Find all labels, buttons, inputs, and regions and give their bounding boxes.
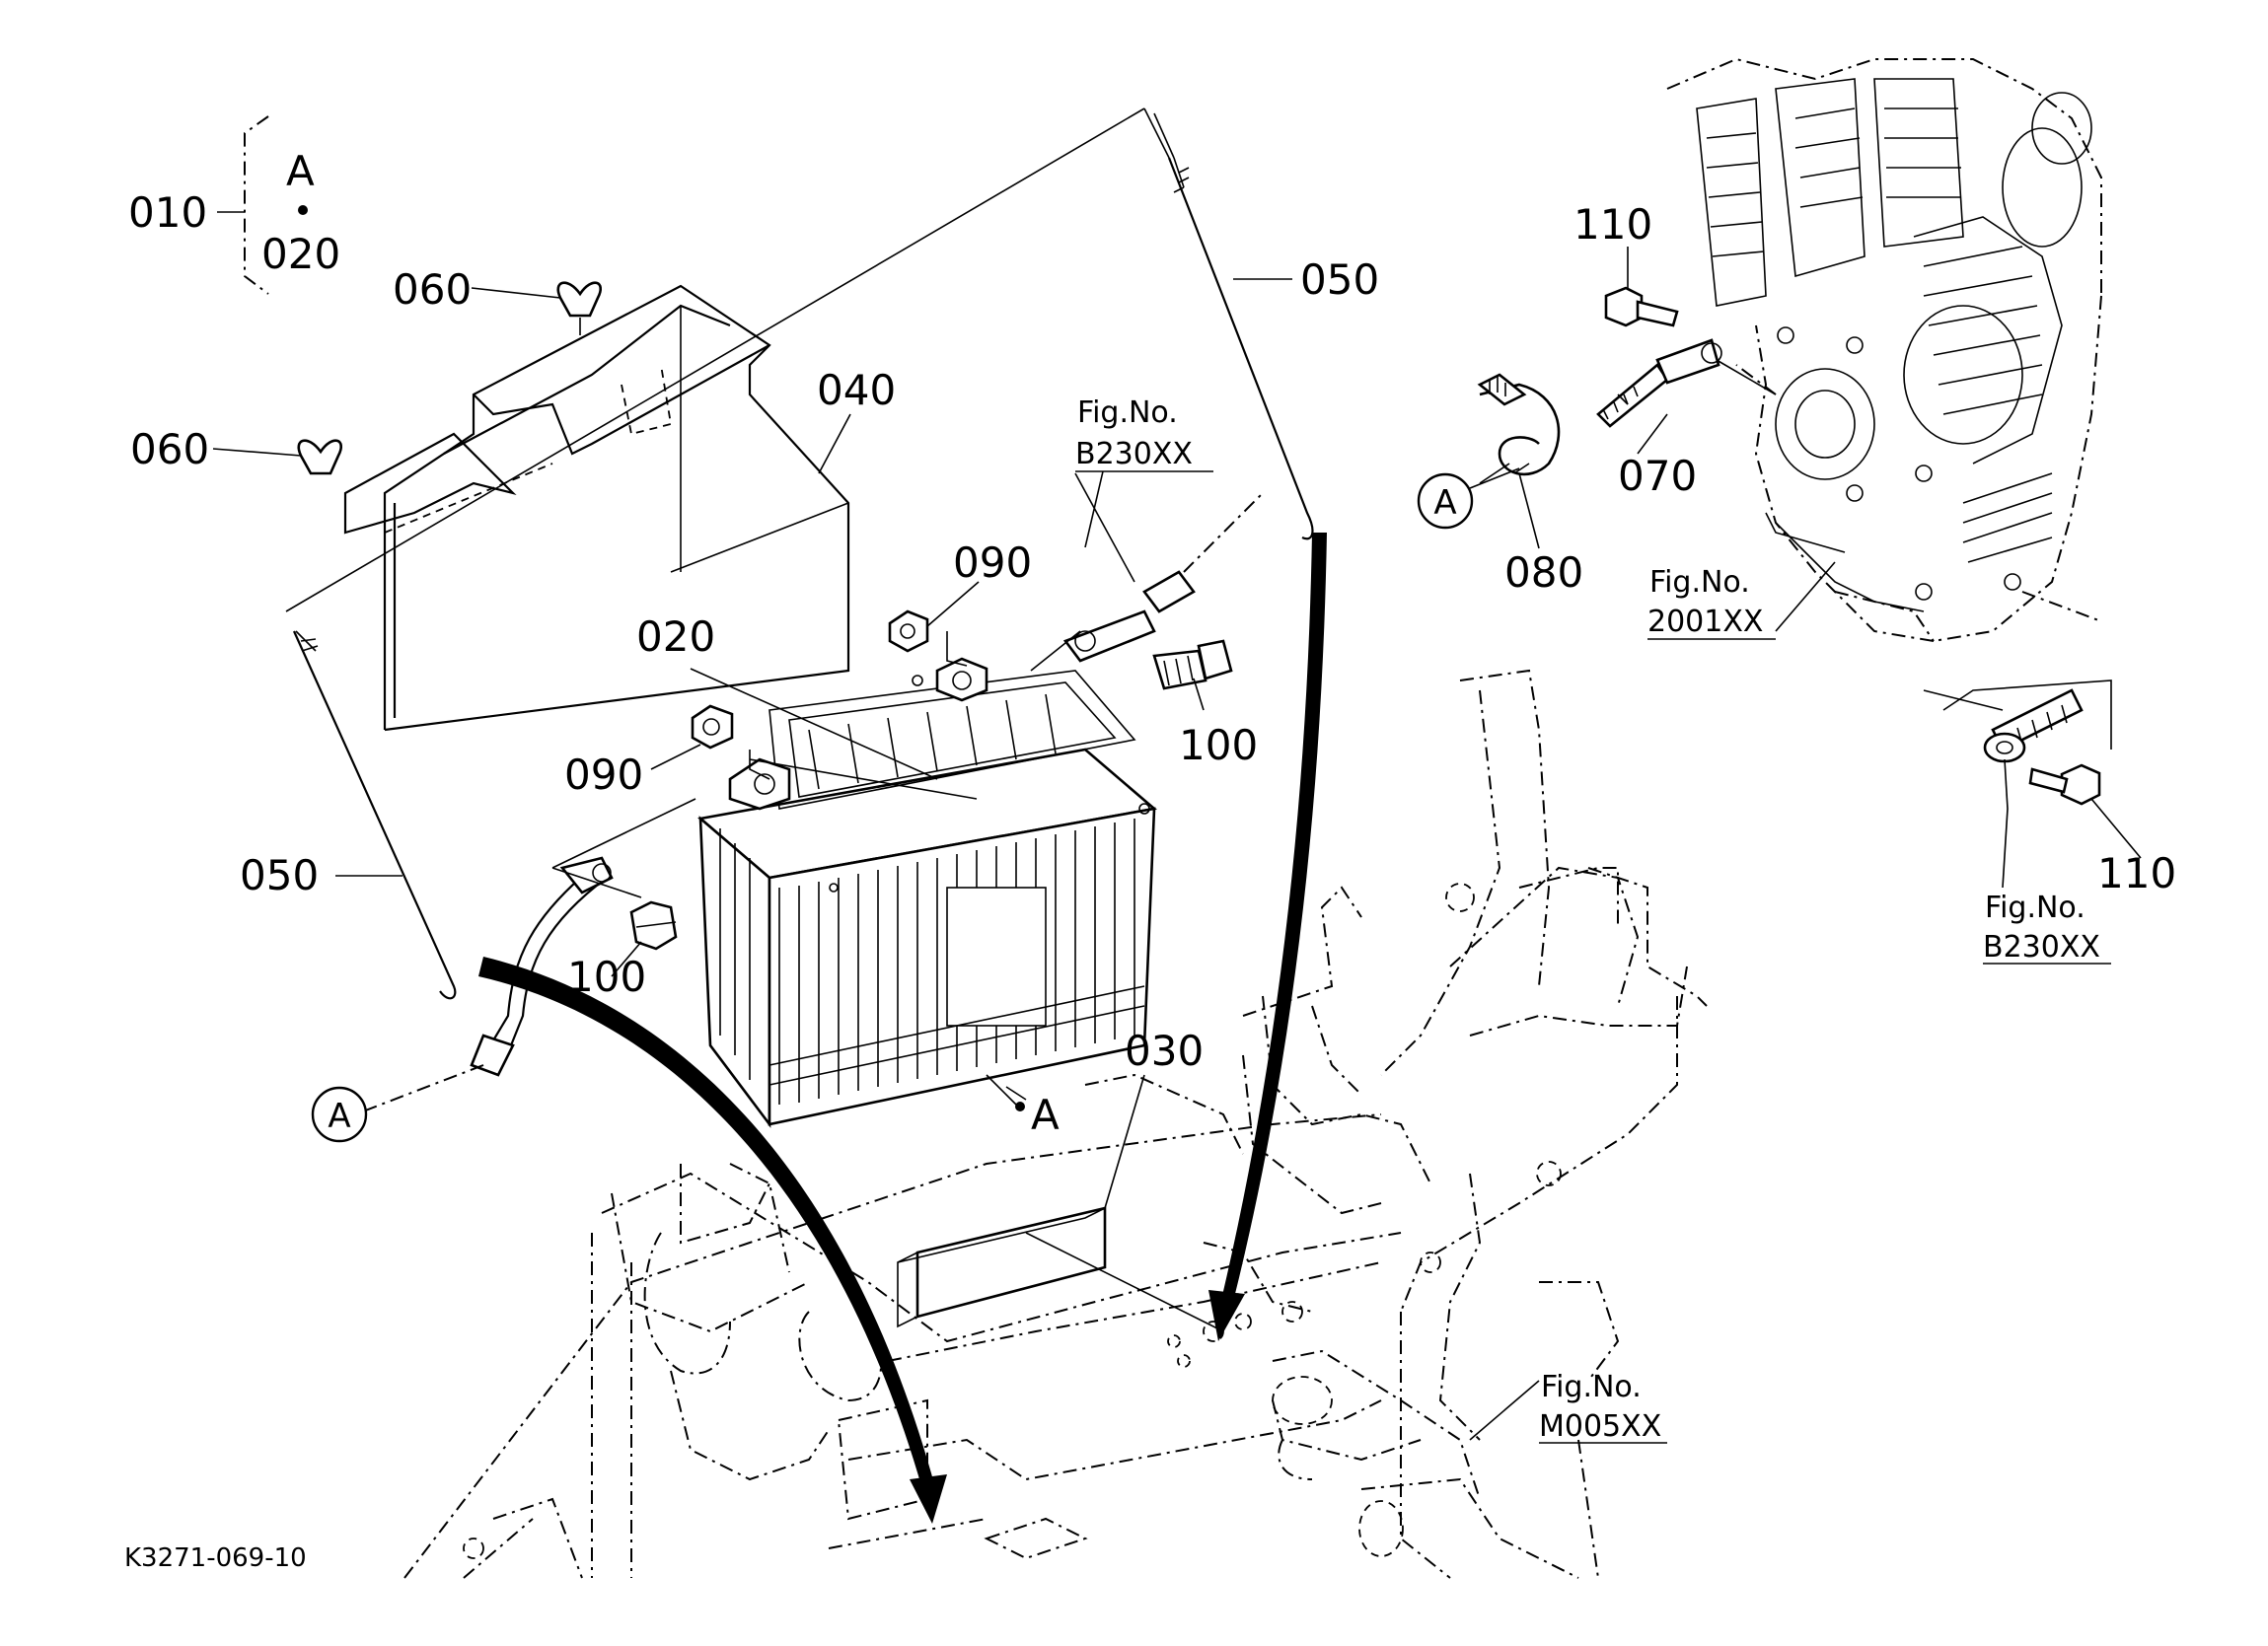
label-050-left: 050 [240,851,319,899]
circled-ref-a-right: A [1417,472,1474,530]
fig-ref-b230-top: Fig.No. B230XX [1075,395,1193,471]
drawing-code: K3271-069-10 [124,1543,307,1573]
group-bracket-010 [217,115,308,295]
fig-ref-engine: Fig.No. 2001XX [1647,565,1763,639]
nut-090-top [888,609,929,653]
label-110-top: 110 [1573,200,1652,249]
label-070: 070 [1618,452,1697,500]
leader-lines [212,247,2142,1441]
ground-cable-070 [1596,338,1777,428]
bolt-100-right [1152,639,1233,690]
engine-outline [1666,57,2102,642]
fig-ref-engine-line1: Fig.No. [1649,565,1750,600]
label-060-top: 060 [393,265,472,314]
label-020: 020 [636,612,715,661]
label-080: 080 [1504,548,1583,597]
circled-ref-a-left: A [311,1086,368,1143]
battery-a-dot [1015,1102,1025,1111]
label-050-right: 050 [1300,255,1379,304]
circled-ref-a-left-text: A [328,1097,350,1136]
label-100-left: 100 [567,953,646,1001]
ground-terminal-right [1942,680,2112,810]
wing-nut-060-mid [297,439,342,475]
fig-ref-underlines [1075,470,2111,1444]
assembly-arrow-right [1208,533,1327,1341]
cable-tie-080 [1477,373,1561,476]
label-group-020: 020 [261,230,340,278]
terminal-cable-top [1062,472,1264,663]
spacer-030 [897,1206,1224,1332]
rod-050-right [1153,112,1314,540]
fig-ref-b230-top-line2: B230XX [1075,437,1193,471]
label-030: 030 [1125,1027,1204,1075]
rod-050-left [292,630,457,1000]
circled-ref-a-right-text: A [1433,483,1456,523]
fig-ref-frame-line1: Fig.No. [1541,1370,1642,1404]
label-110-right: 110 [2097,849,2176,897]
fig-ref-b230-top-line1: Fig.No. [1077,395,1178,430]
battery-020 [697,631,1157,1128]
label-090-top: 090 [953,538,1032,587]
bolt-110-top [1604,286,1679,327]
label-060-mid: 060 [130,425,209,473]
fig-ref-b230-right-line2: B230XX [1983,930,2100,965]
assembly-arrow-left [478,957,947,1524]
bolt-100-left [629,900,678,951]
label-090-left: 090 [564,751,643,799]
battery-holder-040 [343,284,850,732]
fig-ref-frame-line2: M005XX [1539,1409,1661,1444]
fig-ref-engine-line2: 2001XX [1647,605,1763,639]
fig-ref-b230-right: Fig.No. B230XX [1983,891,2100,965]
fig-ref-b230-right-line1: Fig.No. [1985,891,2085,925]
label-010: 010 [128,188,207,237]
connector-lines [285,107,2004,898]
label-100-right: 100 [1179,721,1258,769]
fig-ref-frame: Fig.No. M005XX [1539,1370,1661,1444]
nut-090-left [691,704,734,750]
wing-nut-060-top [556,281,602,335]
part-labels: 010 A 020 060 060 040 050 050 020 090 09… [128,147,2176,1139]
label-group-a: A [286,147,315,195]
label-battery-a: A [1031,1091,1060,1139]
frame-outline [403,669,1708,1579]
label-040: 040 [817,366,896,414]
